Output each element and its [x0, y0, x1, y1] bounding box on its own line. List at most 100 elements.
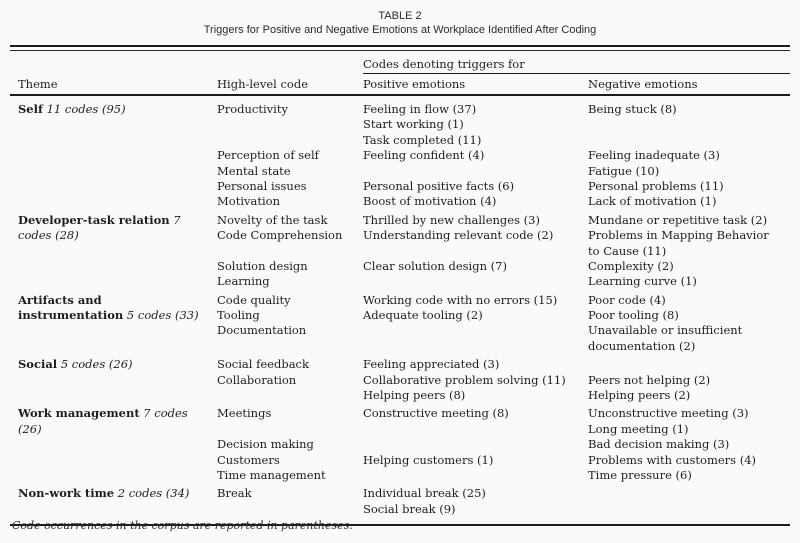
theme-cell: Work management 7 codes(26)	[18, 406, 217, 483]
positive-trigger: Feeling confident (4)	[363, 148, 485, 163]
theme-text-line: Developer-task relation 7	[18, 213, 217, 228]
positive-trigger: Social break (9)	[363, 501, 456, 516]
negative-emotions-cell: Being stuck (8)Feeling inadequate (3)Fat…	[588, 102, 790, 210]
high-level-code-item: Collaboration	[217, 372, 297, 387]
high-level-code-item: Solution design	[217, 258, 308, 273]
positive-trigger	[363, 244, 588, 259]
header-spacer	[18, 51, 363, 74]
negative-emotions-cell: Mundane or repetitive task (2)Problems i…	[588, 213, 790, 290]
theme-text-line: codes (28)	[18, 228, 217, 243]
high-level-code-item: Meetings	[217, 406, 272, 421]
theme-name: Non-work time	[18, 486, 115, 501]
negative-emotions-cell	[588, 486, 790, 517]
negative-trigger: Poor tooling (8)	[588, 308, 679, 323]
column-group-header: Codes denoting triggers for	[363, 51, 790, 74]
theme-text-line: Work management 7 codes	[18, 406, 217, 421]
negative-trigger: documentation (2)	[588, 338, 696, 353]
positive-trigger	[363, 274, 588, 289]
positive-trigger: Constructive meeting (8)	[363, 406, 509, 421]
column-header-high-level-code: High-level code	[217, 77, 309, 91]
theme-code-count: 2 codes (34)	[114, 486, 190, 501]
high-level-code-item: Social feedback	[217, 357, 309, 372]
negative-trigger: Helping peers (2)	[588, 388, 691, 403]
high-level-code-item	[217, 339, 363, 354]
high-level-code-item: Code quality	[217, 292, 291, 307]
theme-text-line: (26)	[18, 422, 217, 437]
positive-emotions-cell: Working code with no errors (15)Adequate…	[363, 293, 588, 355]
column-header-theme: Theme	[18, 77, 58, 91]
negative-trigger: to Cause (11)	[588, 243, 667, 258]
high-level-code-item: Novelty of the task	[217, 212, 328, 227]
theme-code-count: 7 codes	[139, 406, 188, 421]
negative-trigger: Personal problems (11)	[588, 178, 724, 193]
positive-trigger	[363, 164, 588, 179]
high-level-code-item: Motivation	[217, 194, 280, 209]
negative-trigger	[588, 486, 790, 501]
negative-trigger: Complexity (2)	[588, 258, 674, 273]
theme-text-line: instrumentation 5 codes (33)	[18, 308, 217, 323]
negative-trigger: Unconstructive meeting (3)	[588, 406, 749, 421]
theme-code-count: 7	[169, 212, 181, 227]
positive-trigger: Helping customers (1)	[363, 452, 494, 467]
positive-trigger: Collaborative problem solving (11)	[363, 372, 566, 387]
positive-trigger: Thrilled by new challenges (3)	[363, 212, 540, 227]
high-level-code-item: Mental state	[217, 163, 291, 178]
theme-name: Self	[18, 102, 43, 116]
positive-trigger: Individual break (25)	[363, 486, 486, 501]
negative-trigger	[588, 502, 790, 517]
positive-emotions-cell: Feeling in flow (37)Start working (1)Tas…	[363, 102, 588, 210]
high-level-code-item: Documentation	[217, 323, 307, 338]
high-level-code-item	[217, 133, 363, 148]
positive-trigger	[363, 323, 588, 338]
theme-text-line: Social 5 codes (26)	[18, 357, 217, 372]
high-level-code-item: Personal issues	[217, 178, 307, 193]
negative-trigger: Fatigue (10)	[588, 163, 660, 178]
theme-cell: Social 5 codes (26)	[18, 357, 217, 403]
table-caption: TABLE 2 Triggers for Positive and Negati…	[0, 9, 800, 38]
positive-trigger: Adequate tooling (2)	[363, 308, 483, 323]
negative-trigger	[588, 357, 790, 372]
column-header-negative-emotions: Negative emotions	[588, 77, 698, 91]
negative-trigger: Learning curve (1)	[588, 274, 697, 289]
paper-table: Codes denoting triggers for Theme High-l…	[10, 45, 790, 527]
theme-text-line: Self 11 codes (95)	[18, 102, 217, 117]
theme-text-line: Non-work time 2 codes (34)	[18, 486, 217, 501]
high-level-code-item: Code Comprehension	[217, 228, 343, 243]
table-footnote: Code occurrences in the corpus are repor…	[12, 519, 353, 532]
theme-name: Artifacts and	[18, 292, 102, 307]
column-header-positive-emotions: Positive emotions	[363, 77, 466, 91]
positive-trigger: Understanding relevant code (2)	[363, 228, 554, 243]
negative-trigger: Time pressure (6)	[588, 467, 692, 482]
positive-trigger	[363, 422, 588, 437]
negative-trigger: Lack of motivation (1)	[588, 194, 717, 209]
negative-trigger	[588, 117, 790, 132]
negative-trigger: Mundane or repetitive task (2)	[588, 212, 768, 227]
theme-name: Work management	[18, 406, 140, 421]
table-subtitle: Triggers for Positive and Negative Emoti…	[203, 24, 597, 36]
positive-trigger	[363, 468, 588, 483]
negative-trigger: Problems with customers (4)	[588, 452, 757, 467]
high-level-code-item	[217, 388, 363, 403]
high-level-code-item: Tooling	[217, 308, 260, 323]
table-title: TABLE 2	[378, 10, 422, 22]
positive-trigger: Clear solution design (7)	[363, 258, 507, 273]
positive-emotions-cell: Feeling appreciated (3)Collaborative pro…	[363, 357, 588, 403]
positive-trigger: Personal positive facts (6)	[363, 178, 515, 193]
high-level-code-item: Customers	[217, 452, 280, 467]
negative-trigger	[588, 133, 790, 148]
negative-trigger: Being stuck (8)	[588, 102, 677, 116]
theme-code-count: 5 codes (33)	[123, 308, 199, 323]
high-level-code-item: Learning	[217, 274, 270, 289]
